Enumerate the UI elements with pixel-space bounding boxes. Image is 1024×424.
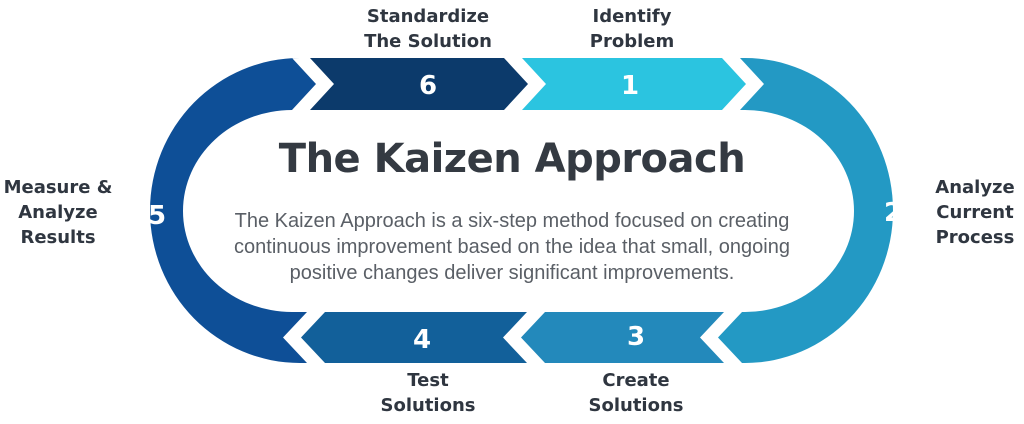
step-3-label: Create Solutions xyxy=(589,368,684,418)
step-5-label: Measure & Analyze Results xyxy=(4,175,113,250)
label-line: Analyze xyxy=(935,177,1015,198)
step-6-segment xyxy=(310,58,528,110)
step-1-label: Identify Problem xyxy=(590,4,674,54)
step-3-number: 3 xyxy=(626,322,646,352)
label-line: Standardize xyxy=(366,6,490,27)
label-line: Results xyxy=(20,227,96,248)
label-line: Create xyxy=(602,370,670,391)
step-2-number: 2 xyxy=(883,198,903,228)
label-line: Analyze xyxy=(18,202,98,223)
step-6-number: 6 xyxy=(418,71,438,101)
label-line: Solutions xyxy=(380,395,476,416)
label-line: Identify xyxy=(592,6,672,27)
step-6-label: Standardize The Solution xyxy=(364,4,492,54)
diagram-description: The Kaizen Approach is a six-step method… xyxy=(234,210,790,284)
step-4-segment xyxy=(301,312,527,363)
label-line: The Solution xyxy=(364,31,492,52)
label-line: Test xyxy=(407,370,449,391)
label-line: Solutions xyxy=(588,395,684,416)
step-4-number: 4 xyxy=(412,325,432,355)
step-1-segment xyxy=(522,58,746,110)
diagram-title: The Kaizen Approach xyxy=(278,136,746,182)
step-2-segment xyxy=(718,58,893,363)
label-line: Current xyxy=(936,202,1014,223)
step-2-label: Analyze Current Process xyxy=(935,175,1014,250)
label-line: Measure & xyxy=(3,177,113,198)
label-line: Problem xyxy=(589,31,675,52)
step-5-segment xyxy=(150,58,316,363)
label-line: Process xyxy=(935,227,1015,248)
step-1-number: 1 xyxy=(620,71,640,101)
step-5-number: 5 xyxy=(147,201,167,231)
step-3-segment xyxy=(521,312,724,363)
step-4-label: Test Solutions xyxy=(381,368,476,418)
